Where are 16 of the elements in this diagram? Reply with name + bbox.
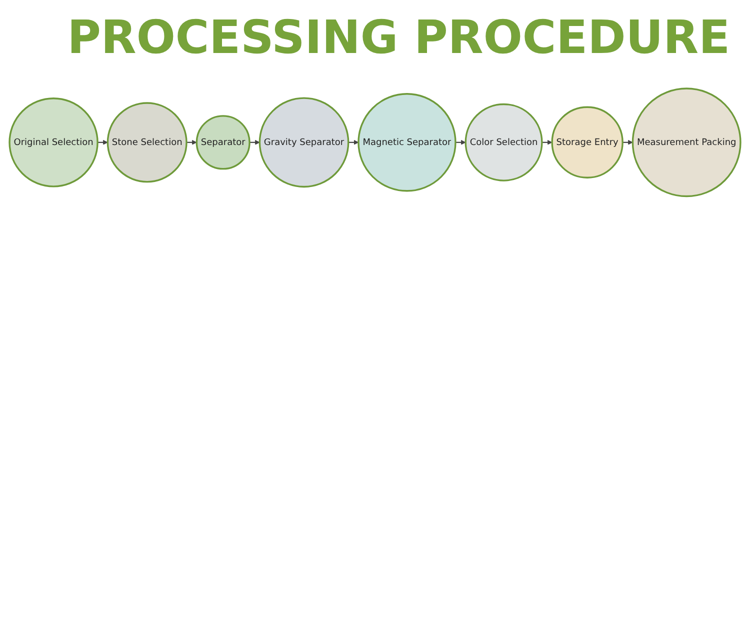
arrow bbox=[98, 140, 108, 145]
node-circle: Separator bbox=[196, 115, 250, 170]
node-circle: Stone Selection bbox=[106, 102, 188, 183]
arrow bbox=[348, 140, 359, 145]
node-circle: Magnetic Separator bbox=[358, 93, 456, 192]
diagram-title: PROCESSING PROCEDURE bbox=[66, 10, 730, 64]
node-circle: Storage Entry bbox=[551, 106, 624, 178]
arrow bbox=[456, 140, 466, 145]
arrow bbox=[250, 140, 260, 145]
node-circle: Gravity Separator bbox=[258, 97, 350, 188]
arrow bbox=[622, 140, 633, 145]
node-circle: Measurement Packing bbox=[632, 88, 742, 198]
node-circle: Color Selection bbox=[464, 103, 543, 182]
node-circle: Original Selection bbox=[8, 98, 98, 188]
arrow bbox=[186, 140, 197, 145]
arrow bbox=[542, 140, 552, 145]
